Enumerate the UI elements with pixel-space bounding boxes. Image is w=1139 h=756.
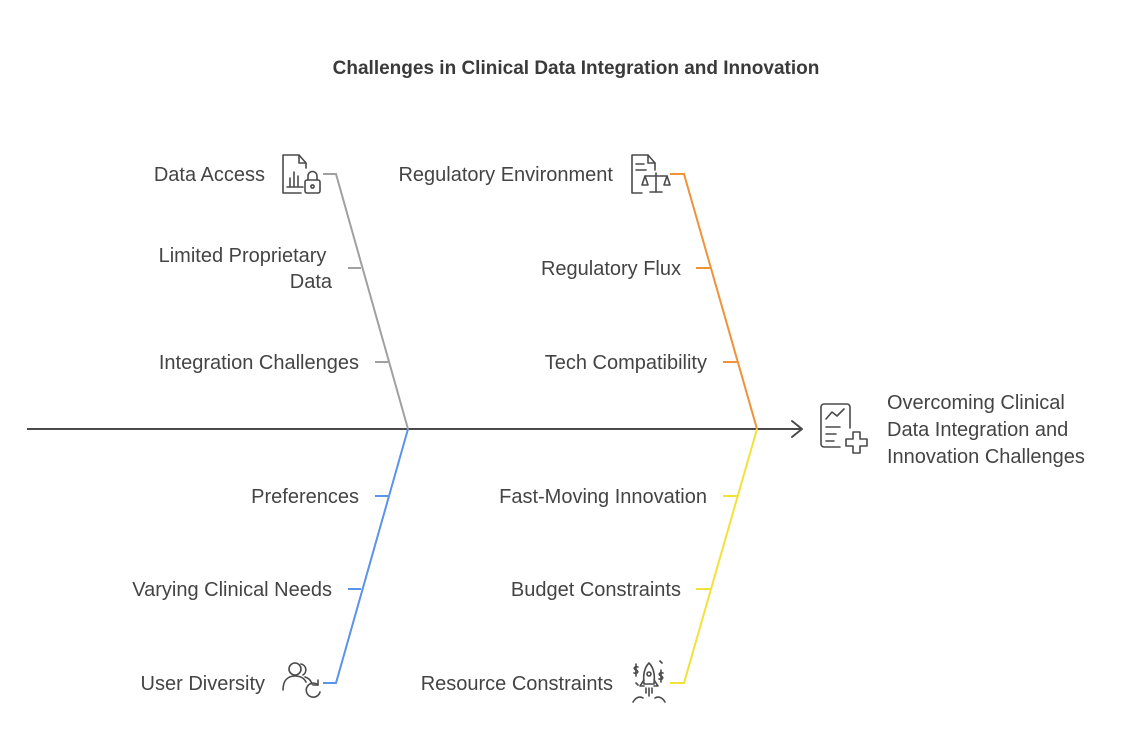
document-scales-icon bbox=[631, 154, 671, 194]
cause-label-tech-compatibility: Tech Compatibility bbox=[545, 352, 707, 374]
category-label-regulatory-environment: Regulatory Environment bbox=[398, 164, 613, 186]
rocket-money-icon bbox=[632, 660, 666, 703]
cause-label-limited-proprietary-data: Limited Proprietary Data bbox=[159, 245, 333, 293]
branch-line-resource-constraints bbox=[670, 428, 758, 684]
cause-label-preferences: Preferences bbox=[251, 486, 359, 508]
branch-user-diversity: Preferences Varying Clinical Needs User … bbox=[132, 428, 409, 698]
category-label-resource-constraints: Resource Constraints bbox=[421, 673, 613, 695]
category-label-data-access: Data Access bbox=[154, 164, 265, 186]
diagram-title: Challenges in Clinical Data Integration … bbox=[333, 58, 820, 79]
branch-resource-constraints: Fast-Moving Innovation Budget Constraint… bbox=[421, 428, 758, 703]
branch-line-data-access bbox=[323, 173, 409, 430]
spine-arrowhead bbox=[791, 420, 803, 438]
medical-report-icon bbox=[820, 403, 868, 454]
cause-label-fast-moving-innovation: Fast-Moving Innovation bbox=[499, 486, 707, 508]
cause-label-integration-challenges: Integration Challenges bbox=[159, 352, 359, 374]
effect-node: Overcoming Clinical Data Integration and… bbox=[820, 392, 1085, 468]
cause-label-budget-constraints: Budget Constraints bbox=[511, 579, 681, 601]
document-chart-lock-icon bbox=[282, 154, 321, 194]
branch-regulatory-environment: Regulatory Environment Regulatory Flux T… bbox=[398, 154, 758, 430]
branch-line-regulatory-environment bbox=[670, 173, 758, 430]
effect-label: Overcoming Clinical Data Integration and… bbox=[887, 392, 1085, 468]
cause-label-varying-clinical-needs: Varying Clinical Needs bbox=[132, 579, 332, 601]
branch-line-user-diversity bbox=[323, 428, 409, 684]
cause-label-regulatory-flux: Regulatory Flux bbox=[541, 258, 681, 280]
branch-data-access: Data Access Limited Proprietary Data Int… bbox=[154, 154, 409, 430]
users-refresh-icon bbox=[282, 662, 321, 698]
category-label-user-diversity: User Diversity bbox=[141, 673, 265, 695]
